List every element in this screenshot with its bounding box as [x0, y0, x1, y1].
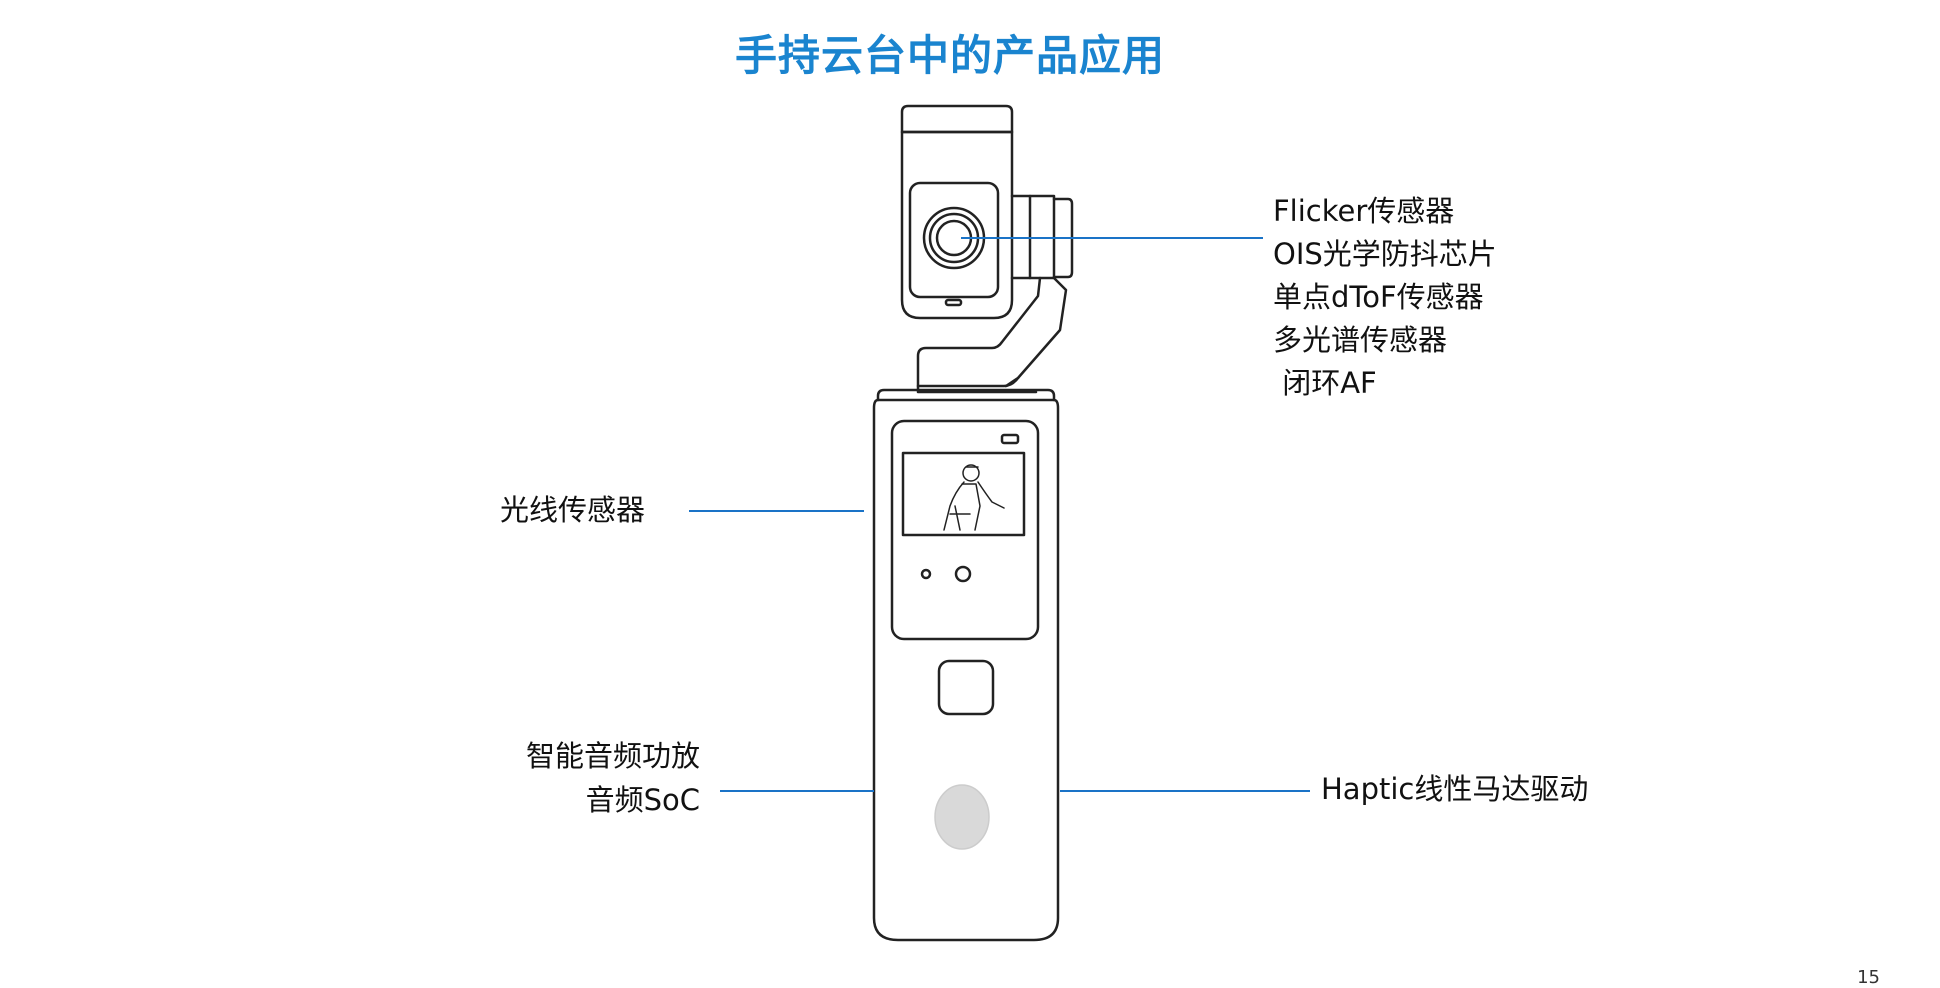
label-light-sensor: 光线传感器	[500, 493, 646, 527]
label-smart-audio-amp: 智能音频功放	[525, 739, 700, 773]
label-audio-soc: 音频SoC	[585, 783, 700, 817]
slide-title: 手持云台中的产品应用	[734, 31, 1165, 80]
label-flicker-sensor: Flicker传感器	[1273, 194, 1455, 228]
label-ois-chip: OIS光学防抖芯片	[1273, 237, 1497, 271]
camera-head	[900, 104, 1014, 320]
camera-feature-list: Flicker传感器 OIS光学防抖芯片 单点dToF传感器 多光谱传感器 闭环…	[1273, 190, 1497, 405]
label-multispectral-sensor: 多光谱传感器	[1273, 323, 1448, 357]
audio-feature-list: 智能音频功放 音频SoC	[526, 735, 700, 823]
page-number: 15	[1857, 967, 1880, 988]
label-dtof-sensor: 单点dToF传感器	[1273, 280, 1484, 314]
label-haptic-driver: Haptic线性马达驱动	[1321, 772, 1589, 806]
round-button	[934, 784, 990, 850]
screen-person-illustration	[943, 464, 1005, 531]
gimbal-arm	[916, 276, 1068, 394]
handle-body	[872, 388, 1060, 942]
label-closed-loop-af: 闭环AF	[1273, 366, 1377, 400]
